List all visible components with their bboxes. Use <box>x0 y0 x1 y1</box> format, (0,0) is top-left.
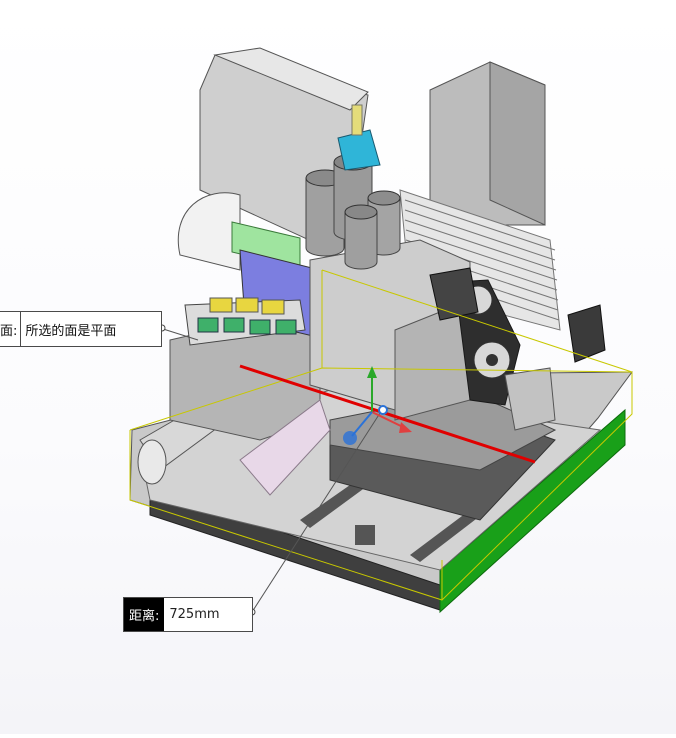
servo-motor-middle[interactable] <box>429 267 479 321</box>
housing-shell <box>213 47 369 111</box>
distance-callout-label: 距离: <box>124 598 165 631</box>
face-callout[interactable]: 面: 所选的面是平面 <box>0 311 162 347</box>
coordinate-triad-icon[interactable] <box>343 366 412 445</box>
wedge-guard <box>239 399 331 496</box>
pulley-hub <box>486 354 498 366</box>
leader-distance <box>251 409 383 613</box>
face-callout-value: 所选的面是平面 <box>25 323 117 339</box>
measure-line <box>239 364 536 464</box>
servo-motor-right[interactable] <box>567 304 606 363</box>
rail-block <box>355 525 375 545</box>
guide-rail-left <box>300 478 370 528</box>
cylinder-4 <box>344 211 378 270</box>
gripper-module[interactable] <box>184 297 306 346</box>
face-callout-label: 面: <box>0 312 22 346</box>
leader-face <box>159 327 199 341</box>
distance-callout[interactable]: 距离: 725mm <box>123 597 253 632</box>
distance-callout-value: 725mm <box>169 607 220 622</box>
right-tower-side <box>489 61 546 226</box>
guide-rail-right <box>410 510 480 562</box>
bounding-box <box>129 269 633 601</box>
slide-end-cap <box>137 439 167 485</box>
curved-cover <box>177 192 241 271</box>
yellow-rod <box>351 104 363 136</box>
cyan-bracket <box>337 129 381 171</box>
pneumatic-cylinders[interactable] <box>305 153 401 270</box>
